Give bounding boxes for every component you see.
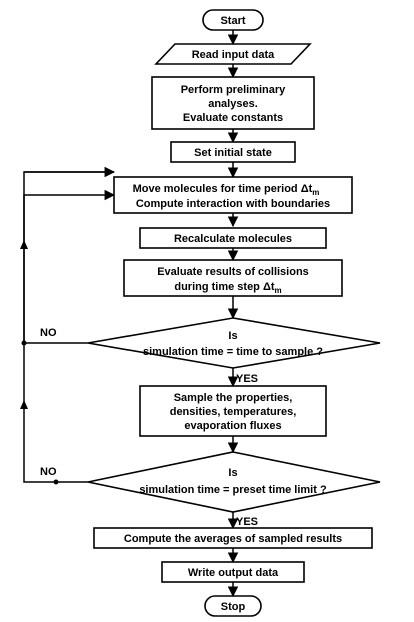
node-move-line1: Move molecules for time period Δtm [133,183,320,197]
node-collisions-line2: during time step Δtm [174,281,281,295]
decision-sample: Is simulation time = time to sample ? [87,317,381,369]
node-collisions-line1: Evaluate results of collisions [157,266,309,278]
node-initial-state: Set initial state [170,141,296,163]
junction-no1 [21,340,27,346]
edge-no2-loop [23,171,114,483]
node-preliminary-line1: Perform preliminary [181,84,286,96]
node-averages: Compute the averages of sampled results [93,527,373,549]
node-recalculate: Recalculate molecules [139,227,327,249]
node-stop: Stop [204,595,262,617]
node-stop-label: Stop [221,601,246,613]
label-no-1: NO [40,327,57,339]
node-sample-line1: Sample the properties, [174,392,293,404]
node-collisions-subscript: m [275,286,282,295]
node-read-input: Read input data [154,43,312,65]
node-preliminary-line2: analyses. [208,98,258,110]
edges [20,30,239,598]
node-averages-label: Compute the averages of sampled results [124,533,342,545]
node-collisions-line2-text: during time step Δt [174,281,275,293]
decision-sample-line2: simulation time = time to sample ? [143,346,323,358]
junction-no2 [53,479,59,485]
node-collisions: Evaluate results of collisions during ti… [123,259,343,297]
label-yes-2: YES [236,516,258,528]
decision-limit-line1: Is [228,467,237,479]
node-initial-state-label: Set initial state [194,147,272,159]
node-start-label: Start [220,15,245,27]
node-read-input-label: Read input data [192,49,275,61]
label-yes-1: YES [236,373,258,385]
node-recalculate-label: Recalculate molecules [174,233,292,245]
decision-sample-line1: Is [228,330,237,342]
node-sample: Sample the properties, densities, temper… [139,385,327,437]
decision-limit-line2: simulation time = preset time limit ? [139,484,327,496]
node-move-subscript: m [312,188,319,197]
edge-no1-loop [23,189,116,344]
loop-arrow-upper [20,240,28,249]
node-start: Start [202,9,264,31]
node-move-line2: Compute interaction with boundaries [136,198,330,210]
node-preliminary: Perform preliminary analyses. Evaluate c… [151,76,315,130]
node-write-output-label: Write output data [188,567,279,579]
node-preliminary-line3: Evaluate constants [183,112,283,124]
decision-limit: Is simulation time = preset time limit ? [87,451,381,513]
node-move: Move molecules for time period Δtm Compu… [113,176,353,214]
loop-arrow-lower [20,400,28,409]
label-no-2: NO [40,466,57,478]
node-write-output: Write output data [161,561,305,583]
node-sample-line2: densities, temperatures, [170,406,297,418]
node-move-line1-text: Move molecules for time period Δt [133,183,313,195]
node-sample-line3: evaporation fluxes [184,420,281,432]
